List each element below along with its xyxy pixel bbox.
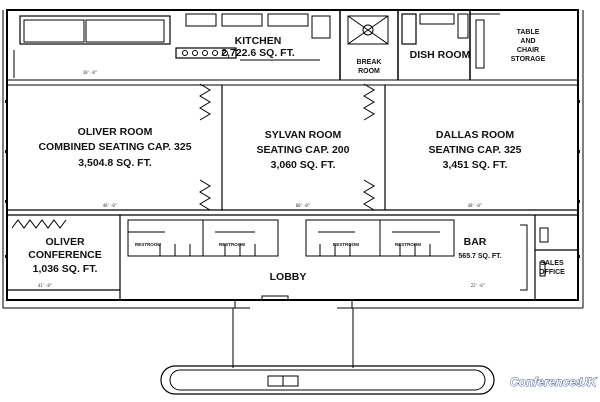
dimension-label: 18'-8" [83,70,97,75]
sylvan-room-name: SYLVAN ROOM [265,129,342,141]
restroom-block [127,219,455,257]
bar-area: 565.7 SQ. FT. [458,253,501,260]
break-room-line2: ROOM [358,68,380,75]
oliver-room-capacity: COMBINED SEATING CAP. 325 [38,141,191,153]
logo-suffix: UK [579,375,598,389]
logo-brand: Conferences [510,375,583,389]
room-labels: KITCHEN 2,722.6 SQ. FT. BREAK ROOM DISH … [28,29,565,283]
dimension-labels: 18'-8" 48'-0" 60'-0" 48'-0" 41'-8" 22'-6… [38,70,485,288]
sales-office-line2: OFFICE [539,269,565,276]
storage-line2: AND [520,38,535,45]
break-room-line1: BREAK [357,59,382,66]
oliver-room-name: OLIVER ROOM [78,126,153,138]
dimension-label: 41'-8" [38,283,52,288]
sylvan-room-capacity: SEATING CAP. 200 [257,144,350,156]
conferences-uk-logo: Conferences UK [510,375,598,390]
dimension-label: 60'-0" [296,203,310,208]
oliver-conference-area: 1,036 SQ. FT. [33,263,98,275]
exterior-columns [5,100,580,258]
oliver-conference-line2: CONFERENCE [28,249,102,261]
dallas-room-name: DALLAS ROOM [436,129,514,141]
sylvan-room-area: 3,060 SQ. FT. [271,159,336,171]
oliver-room-area: 3,504.8 SQ. FT. [78,157,152,169]
dallas-room-area: 3,451 SQ. FT. [443,159,508,171]
restroom-label: RESTROOM [135,242,161,247]
restroom-label: RESTROOM [219,242,245,247]
restroom-label: RESTROOM [395,242,421,247]
oliver-conference-line1: OLIVER [45,236,85,248]
dimension-label: 48'-0" [468,203,482,208]
dimension-label: 22'-6" [471,283,485,288]
bar-name: BAR [464,236,487,248]
kitchen-area: 2,722.6 SQ. FT. [221,47,295,59]
dallas-room-capacity: SEATING CAP. 325 [429,144,522,156]
service-band [7,10,578,86]
storage-line4: STORAGE [511,56,546,63]
lobby-name: LOBBY [270,271,307,283]
dimension-label: 48'-0" [103,203,117,208]
entrance-canopy [160,295,495,395]
restroom-label: RESTROOM [333,242,359,247]
storage-line3: CHAIR [517,47,539,54]
dish-room-name: DISH ROOM [410,49,471,61]
folding-partitions [11,83,375,229]
kitchen-name: KITCHEN [235,35,282,47]
bar-counter [520,224,549,291]
sales-office-line1: SALES [540,260,564,267]
room-walls [7,85,578,301]
storage-line1: TABLE [517,29,540,36]
